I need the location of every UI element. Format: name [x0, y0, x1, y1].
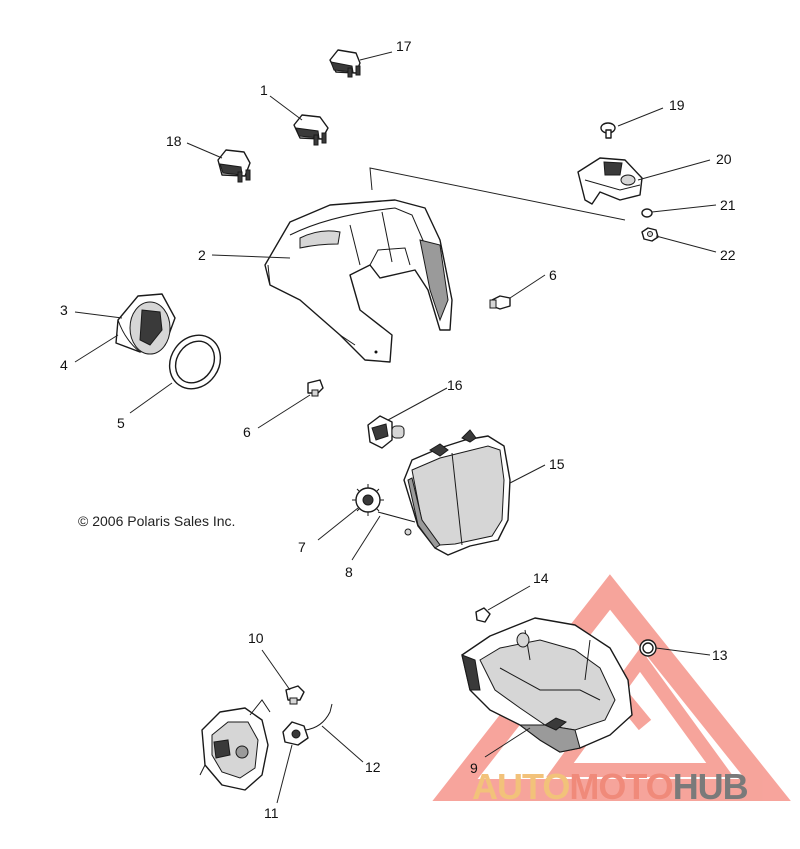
callout-13: 13 — [712, 647, 728, 663]
watermark-moto: MOTO — [569, 766, 673, 807]
callout-15: 15 — [549, 456, 565, 472]
gauge-assembly — [199, 699, 271, 791]
part-17-switch — [329, 49, 361, 78]
leader-lines — [74, 51, 717, 804]
part-3-4-knob — [115, 293, 176, 355]
part-15-headlight — [403, 429, 511, 556]
callout-2: 2 — [198, 247, 206, 263]
callout-9: 9 — [470, 760, 478, 776]
callout-14: 14 — [533, 570, 549, 586]
callout-7: 7 — [298, 539, 306, 555]
callout-11: 11 — [264, 805, 279, 821]
callout-labels: 17 1 18 2 3 4 5 6 6 19 20 21 22 16 15 7 … — [60, 38, 736, 821]
callout-20: 20 — [716, 151, 732, 167]
part-19-bolt — [600, 122, 616, 139]
part-14-clip — [475, 607, 491, 623]
reference-line — [369, 167, 626, 221]
callout-21: 21 — [720, 197, 736, 213]
part-21-washer — [641, 208, 653, 218]
part-8-adjuster-rod — [377, 511, 416, 536]
callout-19: 19 — [669, 97, 685, 113]
part-5-ring — [168, 334, 222, 390]
callout-16: 16 — [447, 377, 463, 393]
part-11-12-sensor — [282, 703, 333, 746]
callout-8: 8 — [345, 564, 353, 580]
watermark-text: AUTOMOTOHUB — [472, 766, 749, 808]
copyright-notice: © 2006 Polaris Sales Inc. — [78, 513, 236, 529]
part-6-screw-lower — [307, 379, 324, 397]
callout-22: 22 — [720, 247, 736, 263]
callout-17: 17 — [396, 38, 412, 54]
callout-6-upper: 6 — [549, 267, 557, 283]
part-20-bracket — [577, 157, 643, 205]
callout-5: 5 — [117, 415, 125, 431]
part-1-switch — [293, 114, 329, 146]
watermark-auto: AUTO — [472, 766, 570, 807]
part-10-bolt — [285, 685, 305, 705]
callout-12: 12 — [365, 759, 381, 775]
callout-6-lower: 6 — [243, 424, 251, 440]
part-2-upper-cover — [264, 199, 453, 363]
callout-3: 3 — [60, 302, 68, 318]
part-22-nut — [641, 227, 659, 242]
part-13-grommet — [639, 639, 657, 657]
callout-1: 1 — [260, 82, 268, 98]
part-9-lower-housing — [461, 617, 633, 753]
part-18-switch — [217, 149, 251, 183]
part-16-bulb-socket — [367, 415, 405, 449]
part-6-screw-upper — [489, 295, 511, 310]
callout-18: 18 — [166, 133, 182, 149]
callout-4: 4 — [60, 357, 68, 373]
callout-10: 10 — [248, 630, 264, 646]
watermark-hub: HUB — [672, 766, 749, 807]
part-7-gear — [352, 484, 384, 516]
